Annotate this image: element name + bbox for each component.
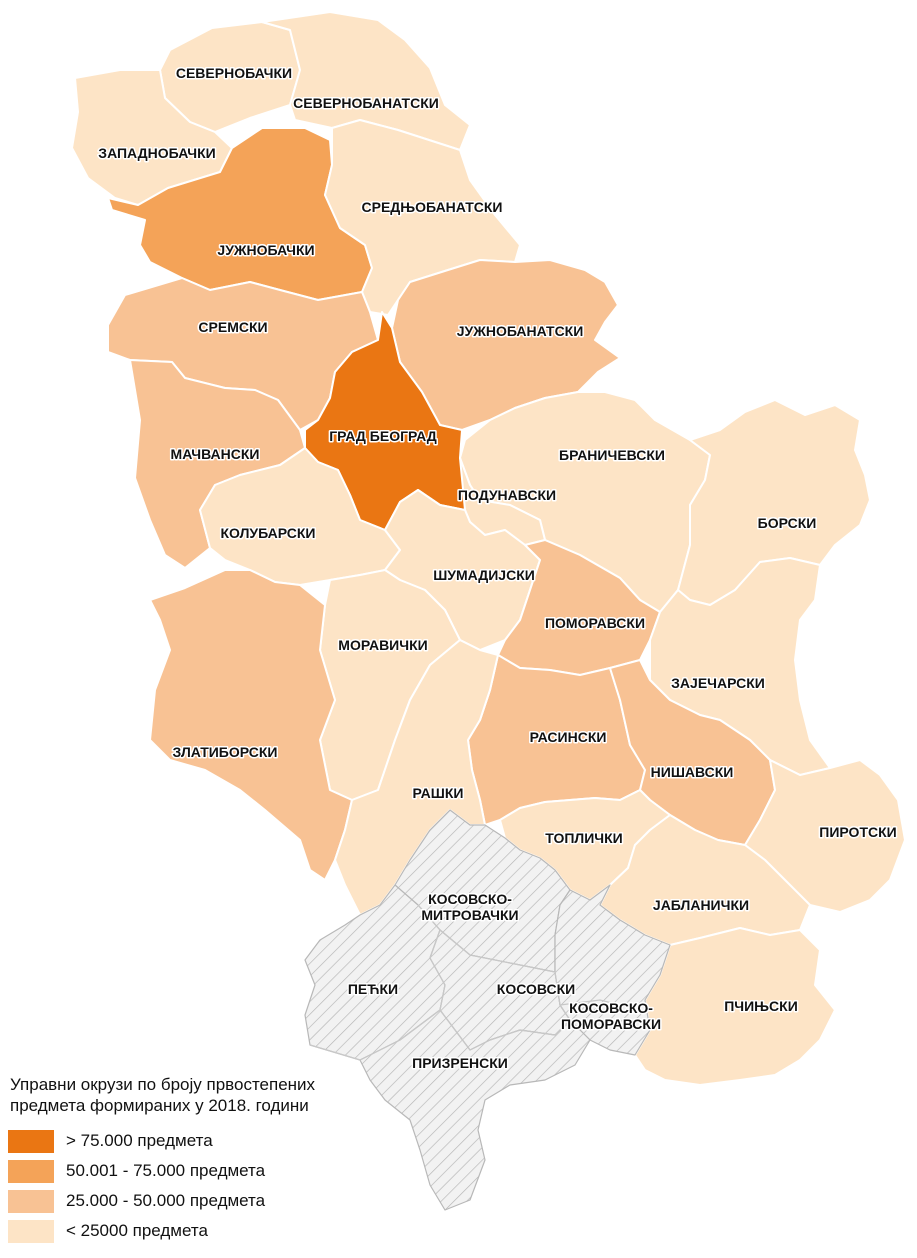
region-label-pirotski: ПИРОТСКИ <box>819 824 896 840</box>
legend-title: Управни окрузи по броју првостепених пре… <box>10 1074 428 1116</box>
region-label-line: ЈАБЛАНИЧКИ <box>653 897 749 913</box>
region-label-severnobanatski: СЕВЕРНОБАНАТСКИ <box>293 95 439 111</box>
legend-label-cat4: < 25000 предмета <box>66 1221 208 1240</box>
region-label-line: ЗАПАДНОБАЧКИ <box>98 145 215 161</box>
region-label-line: РАСИНСКИ <box>530 729 607 745</box>
region-label-line: КОСОВСКО- <box>569 1000 653 1016</box>
region-label-grad-beograd: ГРАД БЕОГРАД <box>329 428 437 444</box>
regions-layer <box>71 11 906 1211</box>
legend-swatch-cat1 <box>8 1129 54 1153</box>
region-label-line: ПЕЋКИ <box>348 981 398 997</box>
region-label-kolubarski: КОЛУБАРСКИ <box>221 525 316 541</box>
region-label-line: СЕВЕРНОБАНАТСКИ <box>293 95 439 111</box>
region-label-line: БРАНИЧЕВСКИ <box>559 447 665 463</box>
region-label-nisavski: НИШАВСКИ <box>651 764 734 780</box>
legend-swatch-cat2 <box>8 1159 54 1183</box>
region-label-line: ПЧИЊСКИ <box>724 998 798 1014</box>
region-label-line: ГРАД БЕОГРАД <box>329 428 437 444</box>
region-label-line: ЗЛАТИБОРСКИ <box>173 744 278 760</box>
region-label-line: КОСОВСКИ <box>497 981 575 997</box>
region-label-prizrenski: ПРИЗРЕНСКИ <box>412 1055 508 1071</box>
region-label-line: ЗАЈЕЧАРСКИ <box>671 675 765 691</box>
region-label-line: СЕВЕРНОБАЧКИ <box>176 65 292 81</box>
region-label-line: ПРИЗРЕНСКИ <box>412 1055 508 1071</box>
region-label-line: ЈУЖНОБАЧКИ <box>217 242 314 258</box>
region-label-line: ПОДУНАВСКИ <box>458 487 556 503</box>
region-label-kosovsko-pomoravski: КОСОВСКО-ПОМОРАВСКИ <box>561 1000 661 1032</box>
region-label-sumadijski: ШУМАДИЈСКИ <box>433 567 535 583</box>
region-label-podunavski: ПОДУНАВСКИ <box>458 487 556 503</box>
region-label-kosovsko-mitrovacki: КОСОВСКО-МИТРОВАЧКИ <box>421 891 518 923</box>
legend-label-cat2: 50.001 - 75.000 предмета <box>66 1161 266 1180</box>
region-label-line: ШУМАДИЈСКИ <box>433 567 535 583</box>
legend-item-cat2: 50.001 - 75.000 предмета <box>8 1156 428 1186</box>
region-zlatiborski <box>149 569 353 881</box>
map-legend: Управни окрузи по броју првостепених пре… <box>8 1074 428 1246</box>
region-label-line: ЈУЖНОБАНАТСКИ <box>457 323 584 339</box>
region-label-sremski: СРЕМСКИ <box>198 319 267 335</box>
legend-item-cat1: > 75.000 предмета <box>8 1126 428 1156</box>
region-label-line: КОЛУБАРСКИ <box>221 525 316 541</box>
kosovo-inner-borders <box>309 904 641 1061</box>
region-label-pomoravski: ПОМОРАВСКИ <box>545 615 645 631</box>
region-label-rasinski: РАСИНСКИ <box>530 729 607 745</box>
region-label-pecki: ПЕЋКИ <box>348 981 398 997</box>
region-label-line: НИШАВСКИ <box>651 764 734 780</box>
region-label-zlatiborski: ЗЛАТИБОРСКИ <box>173 744 278 760</box>
legend-item-cat3: 25.000 - 50.000 предмета <box>8 1186 428 1216</box>
legend-swatch-cat3 <box>8 1189 54 1213</box>
region-label-macvanski: МАЧВАНСКИ <box>171 446 260 462</box>
region-pirotski <box>744 759 906 913</box>
region-label-line: ПИРОТСКИ <box>819 824 896 840</box>
region-label-zajecarski: ЗАЈЕЧАРСКИ <box>671 675 765 691</box>
region-label-kosovski: КОСОВСКИ <box>497 981 575 997</box>
region-label-srednjobanatski: СРЕДЊОБАНАТСКИ <box>362 199 503 215</box>
region-label-line: ТОПЛИЧКИ <box>545 830 623 846</box>
region-label-line: РАШКИ <box>413 785 464 801</box>
region-label-branicevski: БРАНИЧЕВСКИ <box>559 447 665 463</box>
region-label-pcinjski: ПЧИЊСКИ <box>724 998 798 1014</box>
region-label-line: МОРАВИЧКИ <box>338 637 427 653</box>
region-label-line: МИТРОВАЧКИ <box>421 907 518 923</box>
region-label-line: КОСОВСКО- <box>428 891 512 907</box>
legend-item-cat4: < 25000 предмета <box>8 1216 428 1246</box>
region-label-moravicki: МОРАВИЧКИ <box>338 637 427 653</box>
region-label-line: СРЕМСКИ <box>198 319 267 335</box>
legend-title-line-1: Управни окрузи по броју првостепених <box>10 1075 316 1094</box>
region-label-line: МАЧВАНСКИ <box>171 446 260 462</box>
legend-swatch-cat4 <box>8 1219 54 1243</box>
region-label-line: БОРСКИ <box>758 515 817 531</box>
region-label-borski: БОРСКИ <box>758 515 817 531</box>
region-label-toplicki: ТОПЛИЧКИ <box>545 830 623 846</box>
region-label-juznobanatski: ЈУЖНОБАНАТСКИ <box>457 323 584 339</box>
region-label-juznobacki: ЈУЖНОБАЧКИ <box>217 242 314 258</box>
region-borski <box>677 399 871 606</box>
region-label-line: ПОМОРАВСКИ <box>561 1016 661 1032</box>
legend-label-cat1: > 75.000 предмета <box>66 1131 213 1150</box>
region-label-line: СРЕДЊОБАНАТСКИ <box>362 199 503 215</box>
region-label-line: ПОМОРАВСКИ <box>545 615 645 631</box>
legend-label-cat3: 25.000 - 50.000 предмета <box>66 1191 266 1210</box>
region-label-zapadnobacki: ЗАПАДНОБАЧКИ <box>98 145 215 161</box>
region-label-severnobacki: СЕВЕРНОБАЧКИ <box>176 65 292 81</box>
legend-title-line-2: предмета формираних у 2018. години <box>10 1096 309 1115</box>
region-label-raski: РАШКИ <box>413 785 464 801</box>
region-label-jablanicki: ЈАБЛАНИЧКИ <box>653 897 749 913</box>
